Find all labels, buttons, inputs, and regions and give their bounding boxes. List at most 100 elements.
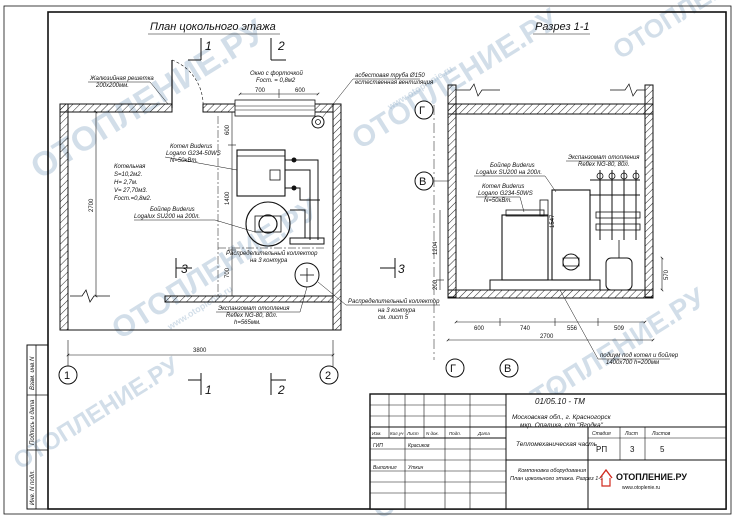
vent-label-2: естественная вентиляция <box>355 80 434 86</box>
room-label-4: Fост.=0,8м2. <box>114 196 152 202</box>
sec-dim-509: 509 <box>614 326 625 332</box>
side-stamp-inv: Инв. N подл. <box>30 470 36 505</box>
watermark-text: ОТОПЛЕНИЕ.РУ <box>607 0 736 65</box>
col-count: Кол.уч <box>390 431 404 436</box>
room-label-3: V= 27,70м3. <box>114 188 147 194</box>
sec-boiler-2: Logano G234-50WS <box>478 191 533 197</box>
section-title: Разрез 1-1 <box>535 21 590 33</box>
doc-code: 01/05.10 - ТМ <box>535 397 585 406</box>
boiler-label-2: Logano G234-50WS <box>166 151 221 157</box>
expansion-label-1: Экспанзомат отопления <box>218 306 290 312</box>
room-label-1: S=10,2м2. <box>114 172 142 178</box>
dim-2700-v: 2700 <box>89 198 95 212</box>
section-view <box>433 83 654 360</box>
col-docnum: N док. <box>426 431 439 436</box>
part-title: Тепломеханическая часть <box>516 441 598 448</box>
sec-dim-740: 740 <box>520 326 531 332</box>
sec-dim-1547: 1547 <box>550 214 556 228</box>
collector-label-1: Распределительный коллектор <box>226 250 318 257</box>
side-stamp: Инв. N подл. Подпись и дата Взам. инв.N <box>26 344 49 510</box>
sheets-label: Листов <box>651 431 671 437</box>
col-sheet: Лист <box>406 431 419 436</box>
role-executor: Выполнил <box>373 465 397 471</box>
axis-v-bottom: В <box>504 363 511 375</box>
axis-v-top: В <box>419 176 426 188</box>
cut-mark-top-1: 1 <box>205 39 212 53</box>
sec-heater-1: Бойлер Buderus <box>490 162 535 169</box>
plan-axes: 1 2 1 2 3 3 1 2 <box>58 38 405 397</box>
floor-plan <box>59 59 396 331</box>
stage-value: РП <box>596 445 607 454</box>
plan-labels: Жалюзийная решетка 200х200мм. Окно с фор… <box>88 70 440 326</box>
grille-label-1: Жалюзийная решетка <box>89 75 154 82</box>
vent-label-1: асбестовая труба Ø150 <box>355 73 425 79</box>
brand-logo: ОТОПЛЕНИЕ.РУ www.otoplenie.ru <box>599 468 687 491</box>
cut-mark-bottom-1: 1 <box>205 383 212 397</box>
plan-dimensions: 700 600 600 1400 700 2700 3800 <box>66 88 335 368</box>
col-date: Дата <box>477 431 490 436</box>
dim-700-top: 700 <box>255 88 266 94</box>
collector-label-2: на 3 контура <box>250 258 288 264</box>
collector-right-3: см. лист 5 <box>378 315 409 321</box>
axis-g-top: Г <box>419 105 425 117</box>
sheets-value: 5 <box>660 445 665 454</box>
dim-600-v: 600 <box>225 124 231 135</box>
address-line-1: Московская обл., г. Красногорск <box>512 413 612 421</box>
room-label-2: H= 2,7м. <box>114 180 138 186</box>
sec-heater-2: Logalux SU200 на 200л. <box>476 170 542 176</box>
sheet-label: Лист <box>624 431 638 437</box>
name-executor: Уткин <box>408 465 424 471</box>
outer-frame <box>3 5 732 515</box>
section-axes: Г В Г В <box>414 100 519 378</box>
section-labels: Экспанзомат отопления Reflex NG-80, 80л.… <box>474 155 679 366</box>
sec-boiler-1: Котел Buderus <box>482 184 524 190</box>
axis-1: 1 <box>64 370 70 382</box>
axis-g-bottom: Г <box>450 363 456 375</box>
window-label-1: Окно с форточкой <box>250 70 304 77</box>
sec-expansion-2: Reflex NG-80, 80л. <box>578 162 629 168</box>
boiler-label-3: N=50кВт. <box>170 158 198 164</box>
sec-expansion-1: Экспанзомат отопления <box>568 155 640 161</box>
collector-right-1: Распределительный коллектор <box>348 298 440 305</box>
expansion-label-2: Reflex NG-80, 80л. <box>226 313 277 319</box>
dim-700-v: 700 <box>225 267 231 278</box>
cut-mark-top-2: 2 <box>277 39 285 53</box>
sec-dim-1204: 1204 <box>433 241 439 255</box>
dim-1400-v: 1400 <box>225 191 231 205</box>
sec-boiler-3: N=50кВт. <box>484 198 512 204</box>
sheet-title-2: План цокольного этажа. Разрез 1-1 <box>510 476 603 482</box>
dim-600-top: 600 <box>295 88 306 94</box>
sec-dim-570: 570 <box>664 269 670 280</box>
heater-label-2: Logalux SU200 на 200л. <box>134 214 200 220</box>
boiler-label-1: Котел Buderus <box>170 144 212 150</box>
side-stamp-replace: Взам. инв.N <box>30 356 36 390</box>
heater-label-1: Бойлер Buderus <box>150 206 195 213</box>
dim-3800: 3800 <box>193 348 207 354</box>
podium-label-2: 1400х700 h=200мм <box>606 360 659 366</box>
window-label-2: Fост. = 0,8м2 <box>256 78 296 84</box>
role-gip: ГИП <box>373 443 383 449</box>
side-stamp-sign: Подпись и дата <box>30 399 36 445</box>
room-label-0: Котельная <box>114 164 146 170</box>
podium-label-1: подиум под котел и бойлер <box>600 352 679 359</box>
sheet-value: 3 <box>630 445 635 454</box>
section-dimensions: 600 740 556 509 2700 1204 200 1547 570 <box>433 210 670 342</box>
cut-mark-3-right: 3 <box>398 262 405 276</box>
address-line-2: мкр. Опалиха, с/т "Ягодка" <box>520 421 604 429</box>
stage-label: Стадия <box>592 431 611 437</box>
cut-mark-3-left: 3 <box>181 262 188 276</box>
expansion-label-3: h=565мм. <box>234 320 261 326</box>
name-gip: Красиков <box>408 443 430 449</box>
col-change: Изм. <box>372 431 382 436</box>
sec-dim-2700: 2700 <box>540 334 554 340</box>
collector-right-2: на 3 контура <box>378 308 416 314</box>
title-block: 01/05.10 - ТМ Московская обл., г. Красно… <box>369 393 727 510</box>
sheet-title-1: Компоновка оборудования <box>518 468 586 474</box>
col-sign: Подп. <box>449 431 461 436</box>
sec-dim-200: 200 <box>433 279 439 290</box>
cut-mark-bottom-2: 2 <box>277 383 285 397</box>
sec-dim-556: 556 <box>567 326 578 332</box>
brand-name: ОТОПЛЕНИЕ.РУ <box>616 472 687 482</box>
grille-label-2: 200х200мм. <box>95 83 129 89</box>
